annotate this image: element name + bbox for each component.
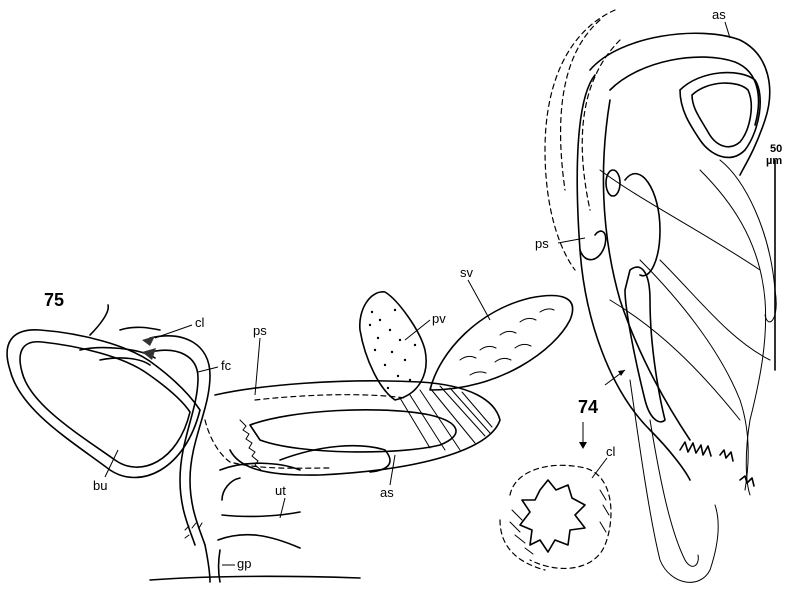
label-gp: gp xyxy=(237,556,251,571)
label-as-74: as xyxy=(712,7,726,22)
crossing-line-1 xyxy=(599,169,761,271)
uterus-bottom xyxy=(217,533,301,549)
scale-bar-value: 50 xyxy=(770,143,782,155)
sv-leader xyxy=(467,279,491,321)
uterus-upper xyxy=(219,462,301,471)
uterus-dashed-upper xyxy=(204,419,331,469)
ut-leader xyxy=(279,497,286,519)
crossing-line-2 xyxy=(609,299,741,421)
clamp-lower xyxy=(142,348,156,360)
label-fc: fc xyxy=(221,358,232,373)
accessory-loop xyxy=(679,71,761,159)
label-pv: pv xyxy=(432,311,446,326)
penis-small-oval xyxy=(605,169,621,197)
spines-cluster xyxy=(184,522,203,539)
label-cl-74: cl xyxy=(606,444,616,459)
accessory-sclerite xyxy=(279,444,391,473)
cl-75-leader xyxy=(154,324,193,339)
figure-74-number: 74 xyxy=(578,397,598,417)
clamp-star xyxy=(519,479,586,553)
tip-spines xyxy=(679,441,712,457)
prostatic-sac-inner xyxy=(249,408,457,453)
as-74-leader xyxy=(724,21,731,39)
prostatic-vesicle-dots xyxy=(368,308,417,390)
figure-74-copulatory-organ: 50 µm as ps xyxy=(535,7,782,583)
inner-dashed-duct xyxy=(254,394,406,401)
uterus-mid xyxy=(221,477,241,501)
envelope-dashed-1 xyxy=(544,9,616,271)
hatching xyxy=(399,385,493,451)
clamp-hatching xyxy=(509,489,610,555)
top-contour xyxy=(89,304,110,336)
prostatic-sac-outline xyxy=(214,380,501,476)
top-contour-2 xyxy=(119,326,161,331)
genital-pore-right xyxy=(217,549,221,583)
seminal-vesicle xyxy=(429,294,574,391)
right-curve-1 xyxy=(699,169,767,496)
inner-lobe-2 xyxy=(624,173,661,277)
clamp-dashed-ring xyxy=(509,464,612,569)
label-ps-75: ps xyxy=(253,323,267,338)
clamp-upper xyxy=(142,336,155,346)
uterus-lower xyxy=(221,511,301,518)
ps-75-leader xyxy=(254,337,261,396)
body-surface-line xyxy=(149,575,361,581)
label-cl-75: cl xyxy=(195,315,205,330)
crossing-line-3 xyxy=(659,259,771,361)
bursa-outer-wall xyxy=(6,329,201,479)
ps-74-leader xyxy=(557,237,586,244)
lower-sac-inner xyxy=(649,419,699,567)
figure-75-number: 75 xyxy=(44,290,64,310)
tip-hooks xyxy=(719,449,755,487)
figure-74-clamp-inset: 74 cl xyxy=(499,397,616,571)
penis-sclerite-right xyxy=(602,99,691,441)
label-sv: sv xyxy=(460,265,474,280)
label-ut: ut xyxy=(275,483,286,498)
arrow-to-clamp-head xyxy=(579,442,587,449)
arrow-to-organ-head xyxy=(618,370,625,376)
envelope-dashed-3 xyxy=(581,39,621,211)
label-bu: bu xyxy=(93,478,107,493)
as-75-leader xyxy=(389,454,396,486)
right-curve-2 xyxy=(719,159,777,323)
accessory-loop-inner xyxy=(691,82,752,148)
fc-leader xyxy=(197,366,219,373)
seminal-vesicle-sperm xyxy=(459,308,555,376)
pv-leader xyxy=(404,319,431,341)
figure-75: 75 xyxy=(6,265,574,583)
clamp-dashed-ring-2 xyxy=(499,519,546,571)
lower-sac xyxy=(629,379,719,583)
prostatic-vesicle xyxy=(359,291,427,401)
lower-cup-line xyxy=(99,357,151,366)
accessory-arch-mid xyxy=(609,56,760,126)
accessory-arch-outer xyxy=(589,32,771,176)
serrated-edge xyxy=(239,419,262,471)
right-curve-3 xyxy=(639,259,749,491)
label-ps-74: ps xyxy=(535,236,549,251)
penis-base-loop xyxy=(579,230,607,261)
label-as-75: as xyxy=(380,485,394,500)
female-canal-outer xyxy=(149,335,211,546)
penis-sclerite-left xyxy=(576,74,691,481)
inner-lobe xyxy=(624,266,666,423)
scale-bar-unit: µm xyxy=(766,155,782,167)
cl-74-leader xyxy=(591,457,608,479)
female-canal-inner xyxy=(149,349,199,546)
bu-leader xyxy=(104,449,119,478)
genital-pore-left xyxy=(204,544,211,583)
bursa-inner-wall xyxy=(19,341,191,468)
envelope-dashed-2 xyxy=(559,19,601,191)
